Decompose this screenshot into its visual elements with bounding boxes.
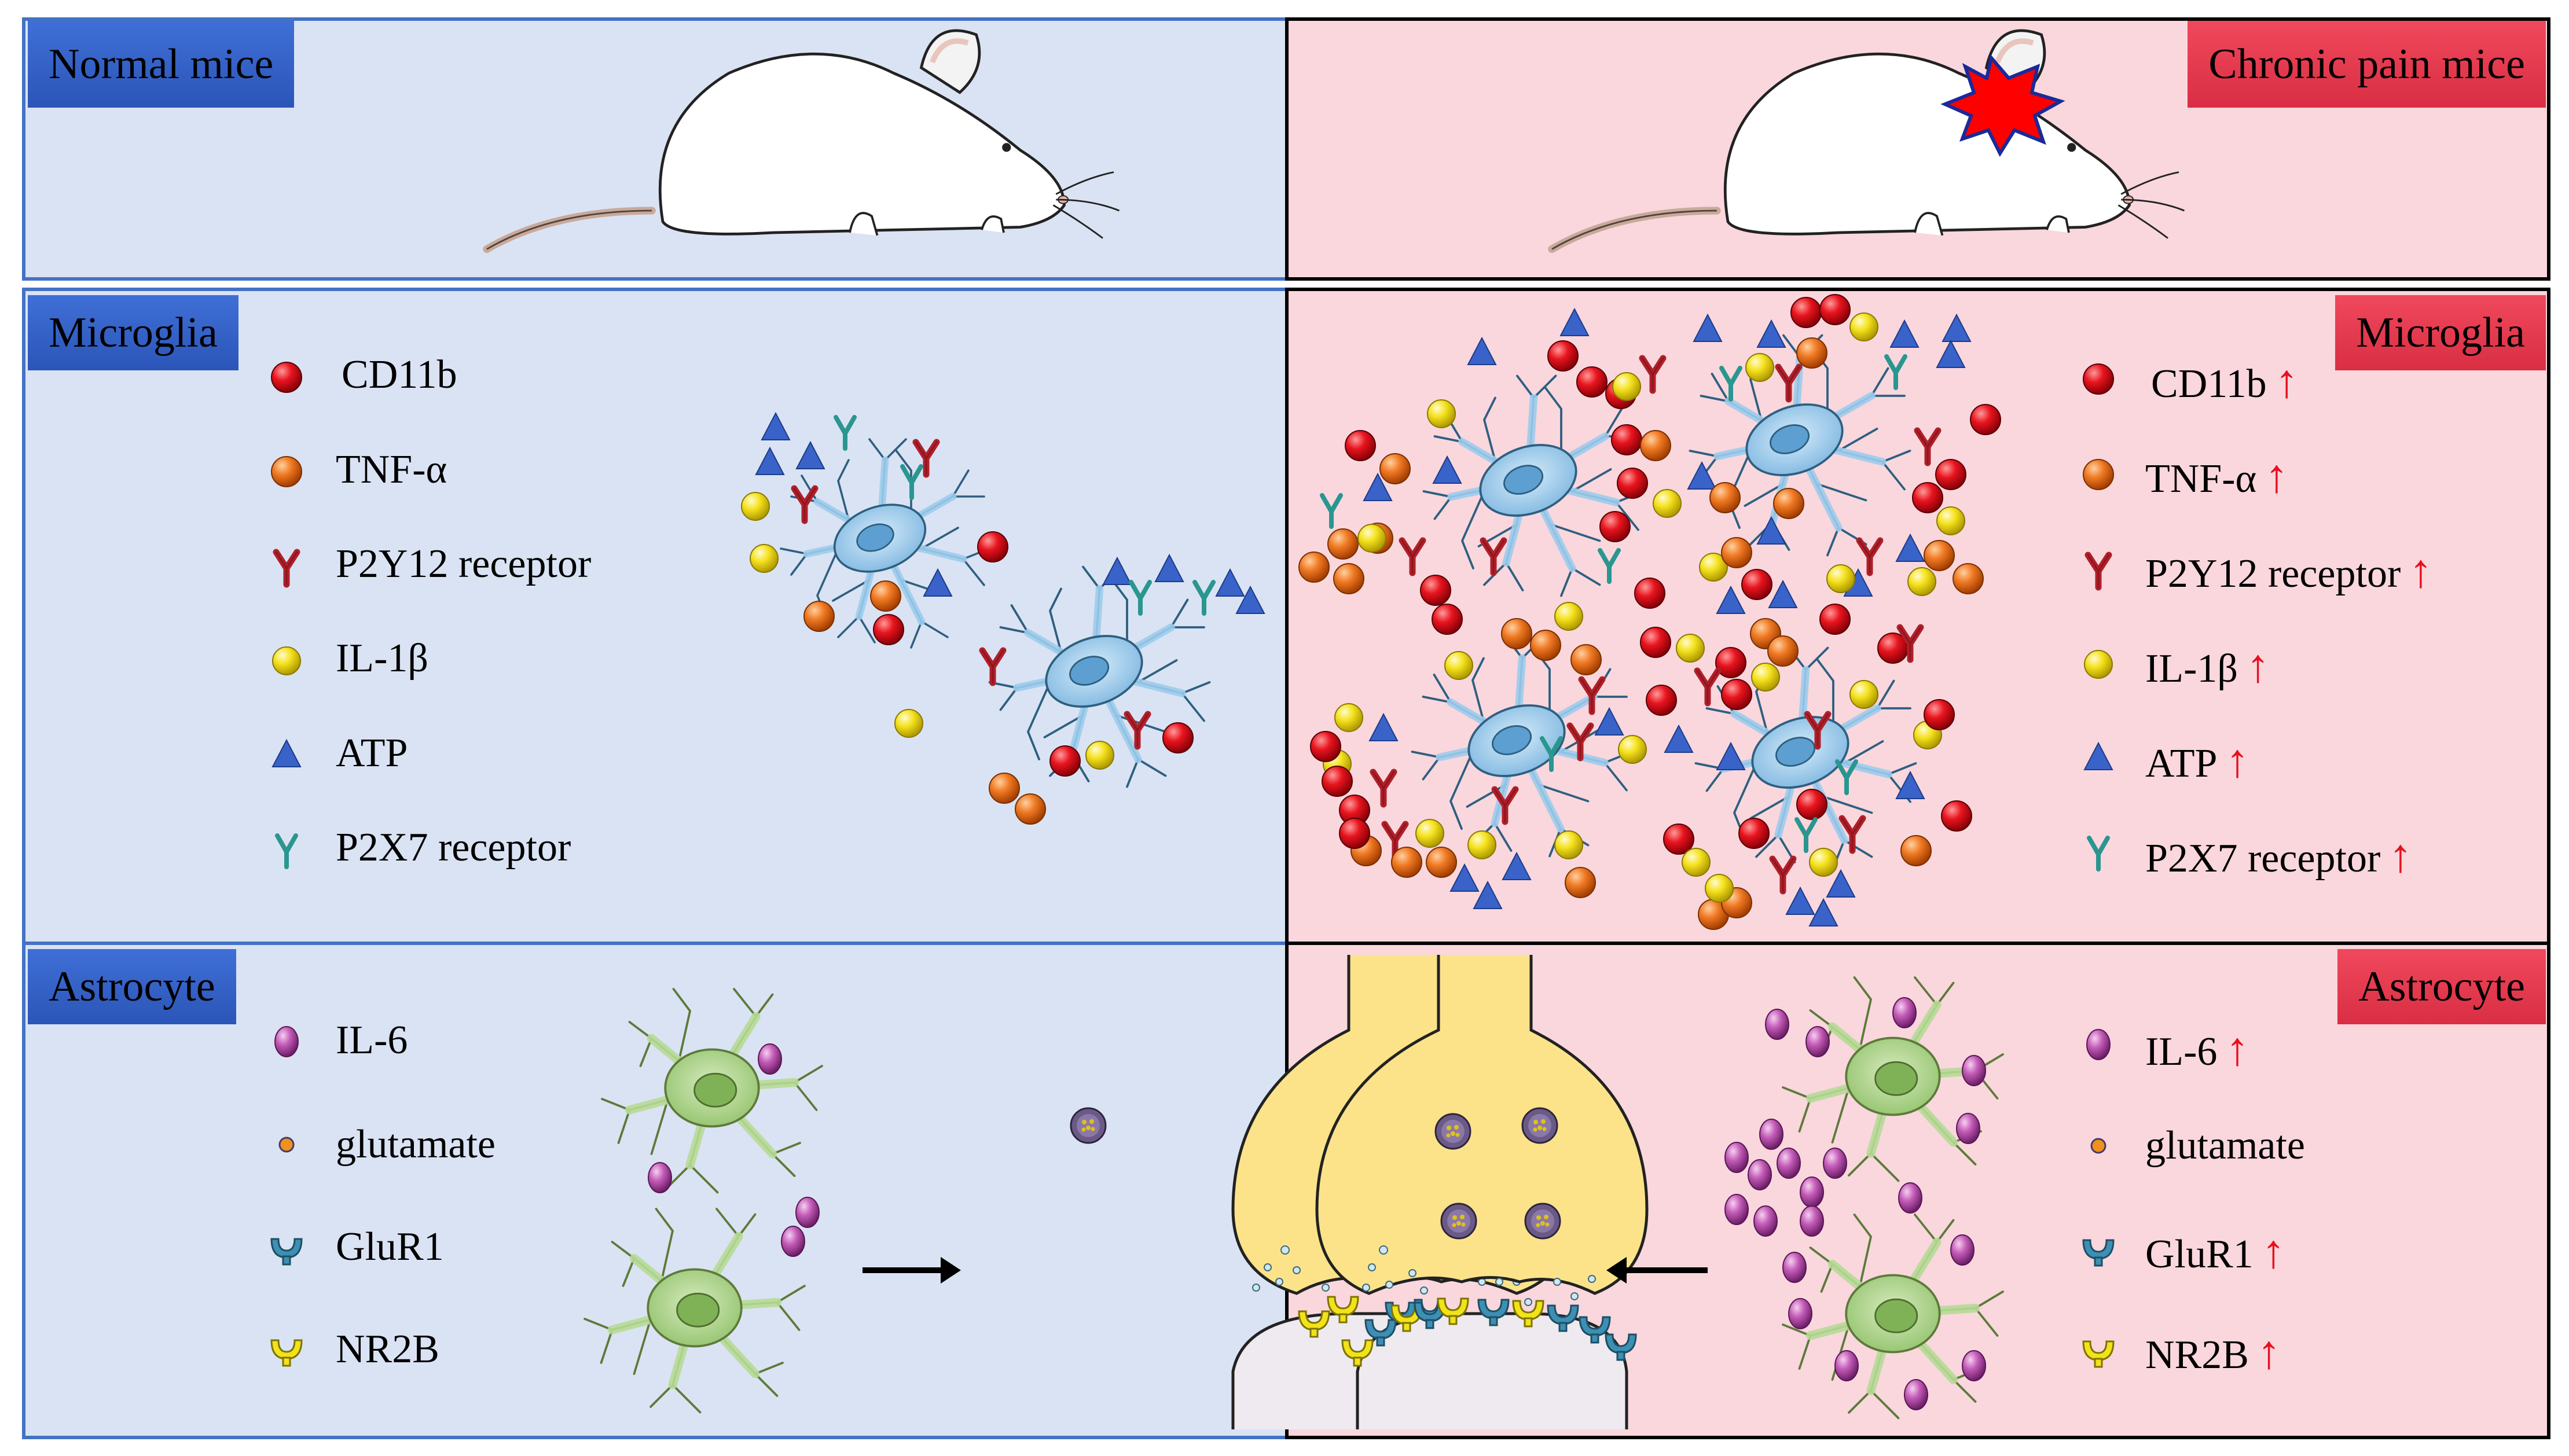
- legend-label: IL-1β: [2145, 646, 2238, 691]
- presynaptic-terminal: [1315, 955, 1649, 1295]
- legend-row-increased: GluR1↑: [2145, 1225, 2285, 1279]
- nr2b-legend-icon: [2082, 1340, 2115, 1368]
- legend-label: ATP: [2145, 741, 2218, 786]
- legend-label: P2Y12 receptor: [2145, 551, 2401, 596]
- legend-row-increased: NR2B↑: [2145, 1325, 2281, 1380]
- increase-arrow-icon: ↑: [2225, 734, 2249, 787]
- astrocyte-cell: [602, 989, 822, 1193]
- chronic-pain-mouse-illustration: [1552, 31, 2185, 249]
- increase-arrow-icon: ↑: [2261, 1225, 2285, 1278]
- legend-label: IL-1β: [336, 636, 428, 681]
- p2x7-legend-icon: [2089, 838, 2108, 869]
- legend-label: TNF-α: [2145, 457, 2257, 501]
- il6-legend-icon: [274, 1026, 299, 1057]
- increase-arrow-icon: ↑: [2265, 450, 2289, 502]
- nr2b-legend-icon: [270, 1339, 303, 1367]
- legend-row-increased: CD11b↑: [2151, 354, 2299, 409]
- legend-row-increased: P2X7 receptor↑: [2145, 829, 2412, 883]
- legend-label: P2Y12 receptor: [336, 542, 592, 586]
- increase-arrow-icon: ↑: [2409, 545, 2433, 597]
- legend-row-increased: TNF-α↑: [2145, 449, 2288, 503]
- glur1-legend-icon: [2082, 1239, 2115, 1267]
- p2y12-legend-icon: [276, 552, 297, 584]
- glutamate-legend-icon: [2090, 1138, 2106, 1154]
- legend-label: ATP: [336, 731, 408, 775]
- p2y12-legend-icon: [2088, 555, 2109, 587]
- legend-label: CD11b: [342, 352, 457, 397]
- il1b-legend-icon: [2084, 650, 2113, 679]
- normal-mouse-illustration: [487, 31, 1120, 249]
- cd11b-legend-icon: [2083, 363, 2114, 395]
- increase-arrow-icon: ↑: [2256, 1326, 2281, 1378]
- microglia-label-normal: Microglia: [28, 295, 238, 370]
- normal-microglia-molecules: [741, 413, 1265, 825]
- legend-label: TNF-α: [336, 447, 447, 492]
- legend-row-increased: ATP↑: [2145, 734, 2249, 788]
- legend-label: NR2B: [2145, 1333, 2249, 1377]
- atp-legend-icon: [272, 740, 301, 767]
- increase-arrow-icon: ↑: [2225, 1023, 2249, 1075]
- legend-label: P2X7 receptor: [336, 825, 571, 870]
- tnf-alpha-legend-icon: [2083, 459, 2114, 490]
- legend-label: glutamate: [2145, 1123, 2306, 1168]
- microglia-label-pain: Microglia: [2335, 295, 2546, 370]
- p2x7-legend-icon: [277, 836, 296, 867]
- legend-label: NR2B: [336, 1327, 439, 1372]
- legend-label: CD11b: [2151, 362, 2267, 406]
- astrocyte-cell: [585, 1209, 805, 1413]
- glur1-legend-icon: [270, 1238, 303, 1266]
- increase-arrow-icon: ↑: [2246, 639, 2270, 692]
- legend-label: IL-6: [336, 1018, 408, 1062]
- glutamate-legend-icon: [278, 1137, 295, 1153]
- legend-row-increased: P2Y12 receptor↑: [2145, 544, 2432, 598]
- legend-label: glutamate: [336, 1122, 496, 1167]
- atp-legend-icon: [2084, 742, 2113, 770]
- legend-label: GluR1: [336, 1225, 444, 1269]
- tnf-alpha-legend-icon: [271, 456, 302, 487]
- legend-label: IL-6: [2145, 1030, 2218, 1074]
- normal-mice-label: Normal mice: [28, 21, 295, 108]
- increase-arrow-icon: ↑: [2274, 355, 2299, 407]
- increase-arrow-icon: ↑: [2388, 829, 2413, 882]
- glutamate-release: [1362, 1245, 1596, 1300]
- pain-burst-icon: [1940, 54, 2065, 157]
- astrocyte-label-pain: Astrocyte: [2337, 949, 2546, 1024]
- pain-microglia-molecules: [1298, 294, 2001, 930]
- legend-row-increased: IL-6↑: [2145, 1022, 2249, 1076]
- chronic-pain-mice-label: Chronic pain mice: [2188, 21, 2546, 108]
- legend-label: GluR1: [2145, 1232, 2254, 1277]
- cd11b-legend-icon: [271, 362, 302, 393]
- legend-row-increased: IL-1β↑: [2145, 639, 2270, 693]
- astrocyte-label-normal: Astrocyte: [28, 949, 236, 1024]
- legend-label: P2X7 receptor: [2145, 836, 2381, 881]
- il6-legend-icon: [2086, 1029, 2111, 1060]
- il1b-legend-icon: [272, 646, 301, 675]
